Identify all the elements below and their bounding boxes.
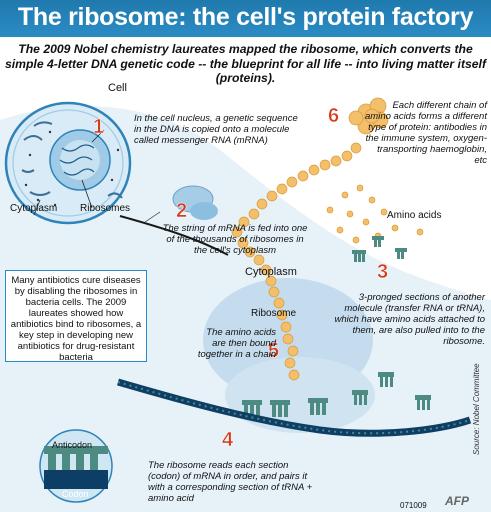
antibiotics-note: Many antibiotics cure diseases by disabl… [10, 275, 142, 363]
cell-illustration [4, 101, 132, 225]
step-3-text: 3-pronged sections of another molecule (… [334, 292, 485, 347]
subtitle: The 2009 Nobel chemistry laureates mappe… [4, 42, 486, 85]
step-6-text: Each different chain of amino acids form… [365, 100, 487, 166]
label-cytoplasm-left: Cytoplasm [10, 203, 58, 214]
agency-logo: AFP [445, 494, 469, 508]
step-4-text: The ribosome reads each section (codon) … [148, 460, 313, 504]
date-code: 071009 [400, 501, 427, 510]
step-number-2: 2 [176, 200, 187, 222]
label-cell: Cell [108, 82, 127, 94]
folded-protein [348, 97, 389, 135]
label-codon: Codon [62, 489, 89, 499]
step-5-text: The amino acids are then bound together … [197, 327, 276, 360]
step-number-1: 1 [93, 116, 104, 138]
antibiotics-note-box: Many antibiotics cure diseases by disabl… [5, 270, 147, 363]
step-1-text: In the cell nucleus, a genetic sequence … [134, 113, 298, 146]
codon-inset [39, 429, 113, 503]
label-ribosomes: Ribosomes [80, 203, 131, 214]
label-anticodon: Anticodon [52, 440, 93, 450]
step-number-5: 5 [268, 340, 279, 362]
step-number-4: 4 [222, 429, 234, 451]
source-text: Source: Nobel Committee [472, 363, 481, 455]
label-amino-acids: Amino acids [387, 210, 442, 221]
page-title: The ribosome: the cell's protein factory [17, 3, 474, 31]
step-number-6: 6 [328, 105, 339, 127]
label-cytoplasm-center: Cytoplasm [245, 266, 297, 278]
step-number-3: 3 [377, 261, 388, 283]
label-ribosome: Ribosome [251, 308, 297, 319]
ribosome-small-subunit [225, 357, 375, 433]
mrna-strand-small [119, 215, 229, 256]
title-banner [0, 0, 491, 37]
step-2-text: The string of mRNA is fed into one of th… [162, 223, 308, 256]
amino-acid-chain [231, 142, 362, 381]
trna-molecules [242, 236, 431, 417]
free-amino-acids [326, 184, 424, 244]
